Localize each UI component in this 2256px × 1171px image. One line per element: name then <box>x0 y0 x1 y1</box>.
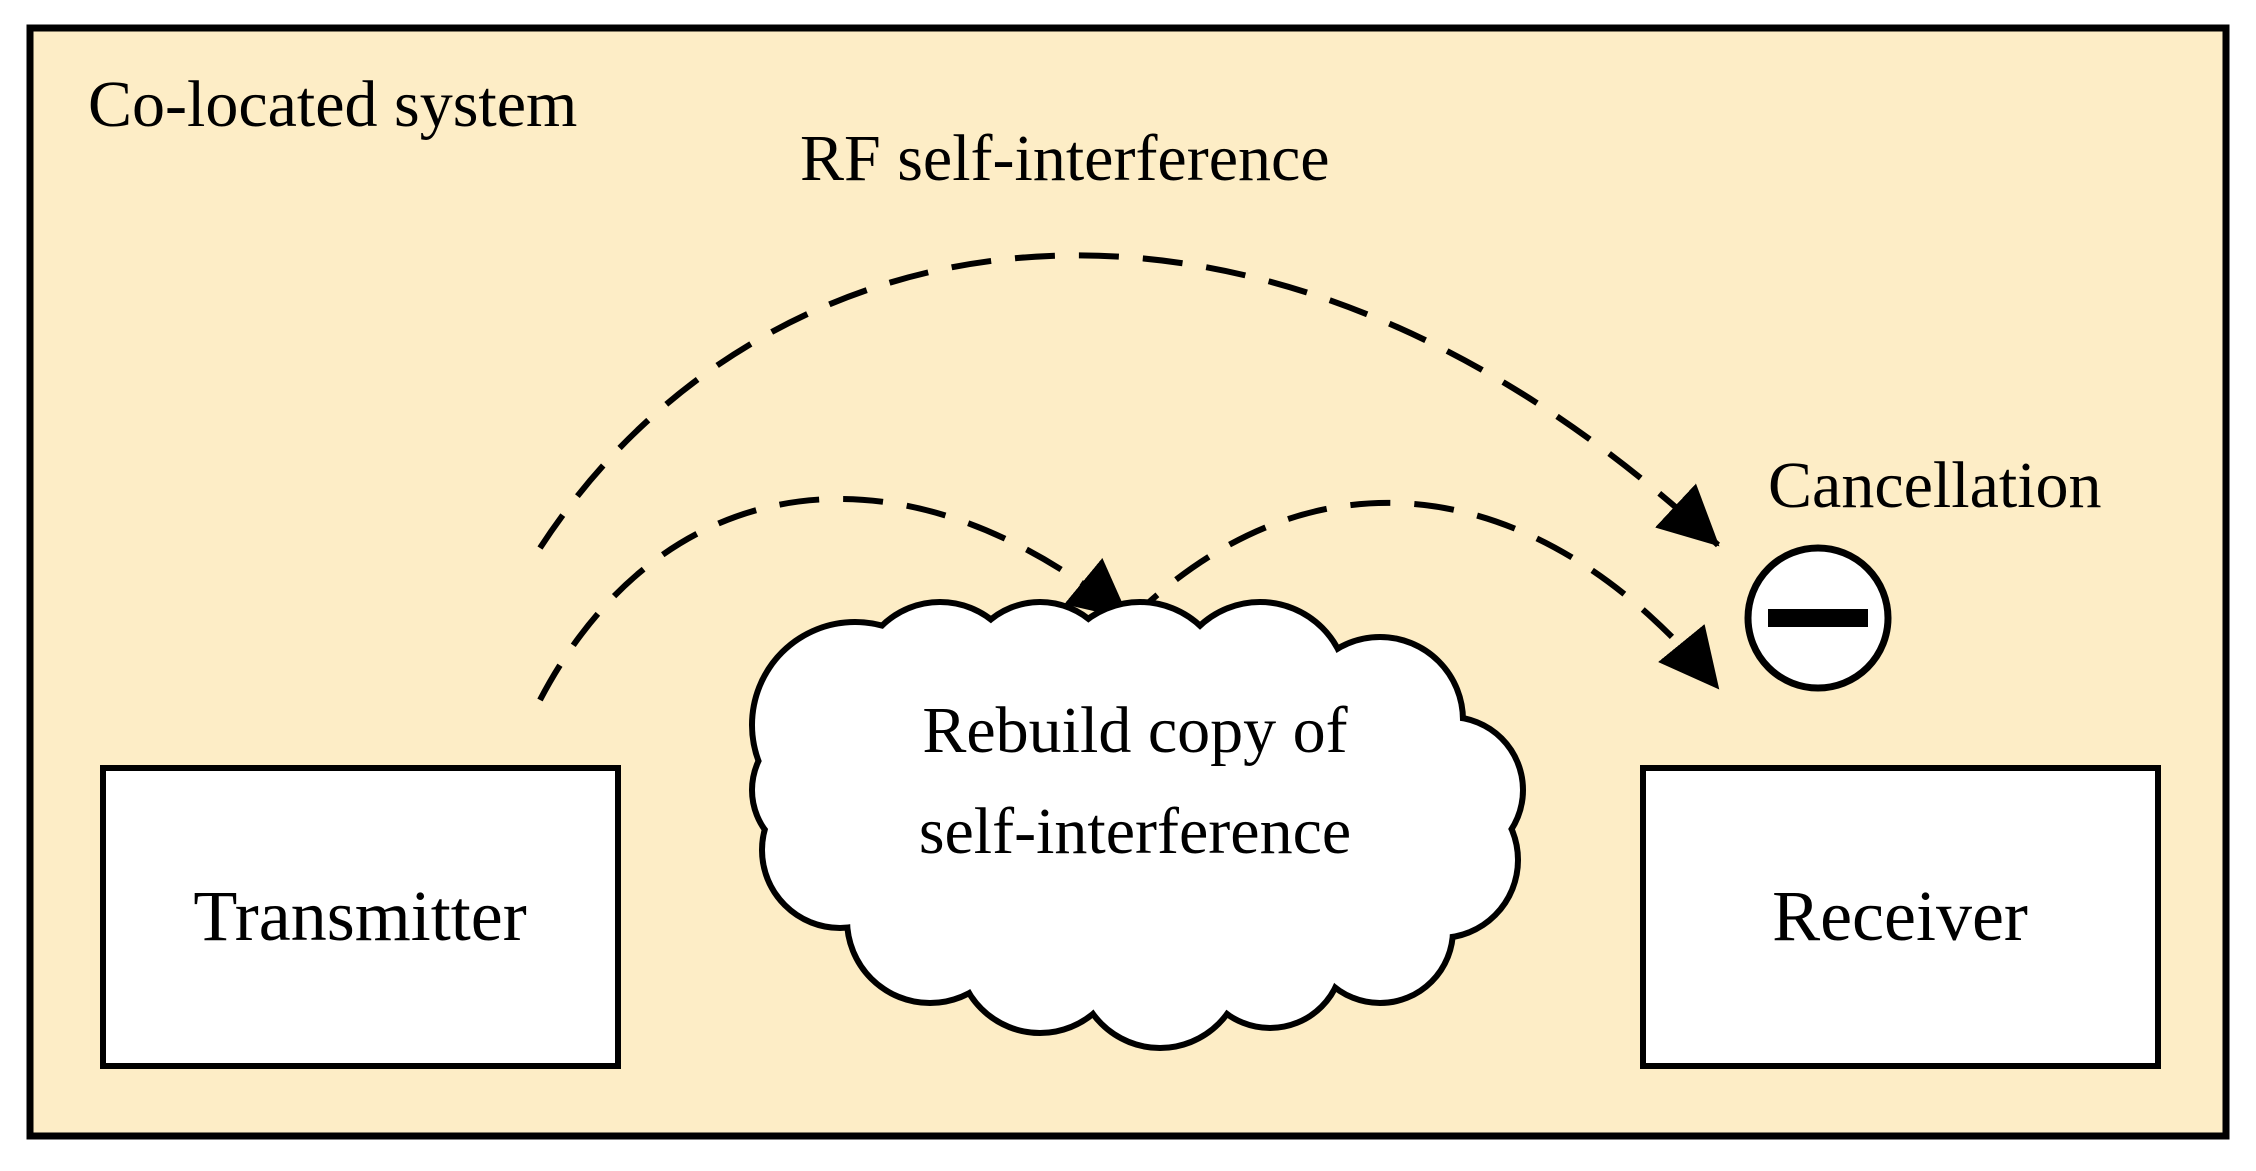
minus-icon <box>1744 544 1892 692</box>
to-rebuild-arrow <box>537 496 1130 702</box>
cancellation-label: Cancellation <box>1768 449 2102 522</box>
rf-self-interference-arrow <box>537 252 1721 550</box>
container-label: Co-located system <box>88 68 577 141</box>
rebuild-cloud: Rebuild copy of self-interference <box>749 599 1526 1051</box>
rf-self-interference-label: RF self-interference <box>800 122 1330 195</box>
transmitter-label: Transmitter <box>193 876 526 956</box>
transmitter-box <box>100 765 621 1069</box>
cloud-text-line-2: self-interference <box>919 795 1351 868</box>
cloud-text-line-1: Rebuild copy of <box>922 694 1347 767</box>
receiver-label: Receiver <box>1772 876 2028 956</box>
rebuild-to-receiver-arrow <box>1125 499 1721 690</box>
receiver-box <box>1640 765 2161 1069</box>
